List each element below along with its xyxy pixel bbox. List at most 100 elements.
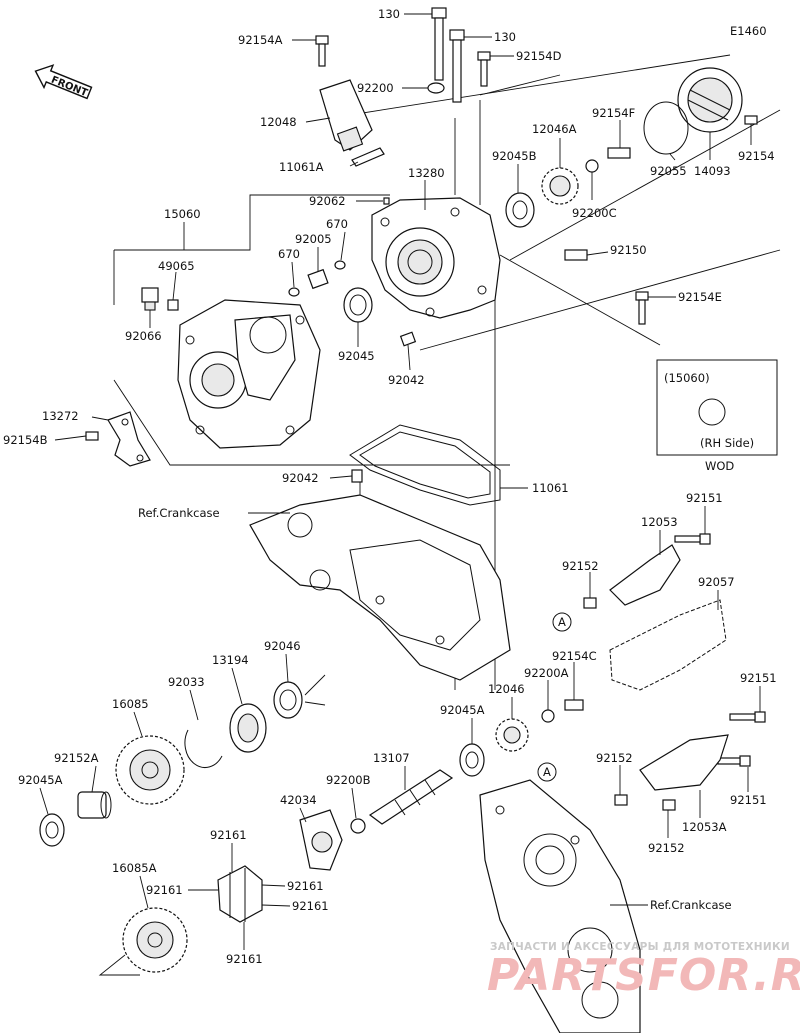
label-14093: 14093 (694, 164, 731, 178)
label-92005: 92005 (295, 232, 332, 246)
clutch-13194-icon (229, 703, 267, 753)
bolt-130-b-icon (449, 29, 465, 103)
watermark-logo: PARTSFOR.RU (487, 950, 800, 1001)
wod-seal-icon (698, 398, 726, 426)
washer-92200A-icon (541, 709, 555, 723)
gear-12046-icon (495, 718, 529, 752)
label-12053: 12053 (641, 515, 678, 529)
bolt-130-a-icon (431, 7, 447, 81)
valve-49065-icon (167, 299, 179, 311)
label-92200C: 92200C (572, 206, 617, 220)
label-92151-c: 92151 (730, 793, 767, 807)
label-15060: 15060 (164, 207, 201, 221)
o-ring-92055-icon (643, 101, 689, 155)
label-13272: 13272 (42, 409, 79, 423)
label-92161-d: 92161 (292, 899, 329, 913)
bolt-92150-icon (564, 249, 588, 261)
label-92152A: 92152A (54, 751, 99, 765)
gasket-11061-icon (349, 424, 501, 506)
label-130-b: 130 (494, 30, 516, 44)
label-92161-c: 92161 (287, 879, 324, 893)
wod-title: (15060) (664, 371, 710, 385)
watermark-tagline: ЗАПЧАСТИ И АКСЕССУАРЫ ДЛЯ МОТОТЕХНИКИ (490, 941, 790, 953)
bolt-92154B-icon (85, 431, 99, 441)
label-92046: 92046 (264, 639, 301, 653)
label-92151-a: 92151 (686, 491, 723, 505)
bolt-92154E-icon (635, 291, 649, 325)
label-92045A-b: 92045A (18, 773, 63, 787)
o-ring-670-a-icon (334, 260, 346, 270)
bolt-92154A-icon (315, 35, 329, 67)
label-92161-e: 92161 (226, 952, 263, 966)
label-92161-a: 92161 (210, 828, 247, 842)
wod-box: (15060) (RH Side) WOD (656, 359, 778, 473)
label-92033: 92033 (168, 675, 205, 689)
washer-92200B-icon (350, 818, 366, 834)
bracket-13272-icon (107, 411, 151, 467)
washer-92200-icon (427, 82, 445, 94)
label-92200B: 92200B (326, 773, 371, 787)
shaft-13107-icon (368, 769, 454, 825)
label-92154C: 92154C (552, 649, 597, 663)
label-12048: 12048 (260, 115, 297, 129)
label-670-b: 670 (278, 247, 300, 261)
label-92154F: 92154F (592, 106, 635, 120)
damper-92161-icon (217, 865, 263, 923)
label-13194: 13194 (212, 653, 249, 667)
label-92151-b: 92151 (740, 671, 777, 685)
label-49065: 49065 (158, 259, 195, 273)
oil-seal-92045-icon (343, 287, 373, 323)
gear-16085-icon (115, 735, 185, 805)
label-12053A: 12053A (682, 820, 727, 834)
wod-caption: (RH Side) (700, 436, 754, 450)
leader-lines (39, 13, 761, 950)
chain-guide-12053-icon (609, 544, 681, 606)
label-92045: 92045 (338, 349, 375, 363)
washer-92200C-icon (585, 159, 599, 173)
label-92045B: 92045B (492, 149, 537, 163)
label-92154A: 92154A (238, 33, 283, 47)
label-11061A: 11061A (279, 160, 324, 174)
label-92200A: 92200A (524, 666, 569, 680)
label-92150: 92150 (610, 243, 647, 257)
plug-92066-icon (141, 287, 159, 311)
circle-a-2: A (543, 765, 551, 779)
label-92062: 92062 (309, 194, 346, 208)
label-92066: 92066 (125, 329, 162, 343)
label-92042-a: 92042 (388, 373, 425, 387)
diagram-code: E1460 (730, 24, 767, 38)
label-42034: 42034 (280, 793, 317, 807)
label-92057: 92057 (698, 575, 735, 589)
bearing-92045B-icon (505, 192, 535, 228)
label-130-a: 130 (378, 7, 400, 21)
label-92161-b: 92161 (146, 883, 183, 897)
chain-guide-12053A-icon (639, 734, 729, 791)
label-13280: 13280 (408, 166, 445, 180)
hub-42034-icon (299, 809, 343, 871)
label-13107: 13107 (373, 751, 410, 765)
label-92152-c: 92152 (648, 841, 685, 855)
front-arrow-icon: FRONT (34, 64, 93, 100)
plug-92062-icon (383, 197, 390, 205)
o-ring-670-b-icon (288, 287, 300, 297)
dowel-pin-92042-a-icon (399, 331, 417, 347)
bearing-92045A-a-icon (459, 743, 485, 777)
label-92154E: 92154E (678, 290, 722, 304)
gear-12046A-icon (541, 167, 579, 205)
label-92055: 92055 (650, 164, 687, 178)
label-92154: 92154 (738, 149, 775, 163)
collar-92152-b-icon (614, 794, 628, 806)
collar-92152-c-icon (662, 799, 676, 811)
crankcase-lower-icon (479, 779, 641, 1033)
label-11061: 11061 (532, 481, 569, 495)
label-92045A-a: 92045A (440, 703, 485, 717)
bolt-92154C-icon (564, 699, 584, 711)
label-ref-crankcase-1: Ref.Crankcase (138, 506, 220, 520)
case-13280-icon (371, 197, 501, 319)
bolt-92151-c-icon (717, 755, 751, 767)
circle-a-1: A (558, 615, 566, 629)
wod-label: WOD (705, 459, 734, 473)
sensor-12048-icon (319, 79, 373, 152)
bolt-92151-a-icon (674, 533, 711, 545)
